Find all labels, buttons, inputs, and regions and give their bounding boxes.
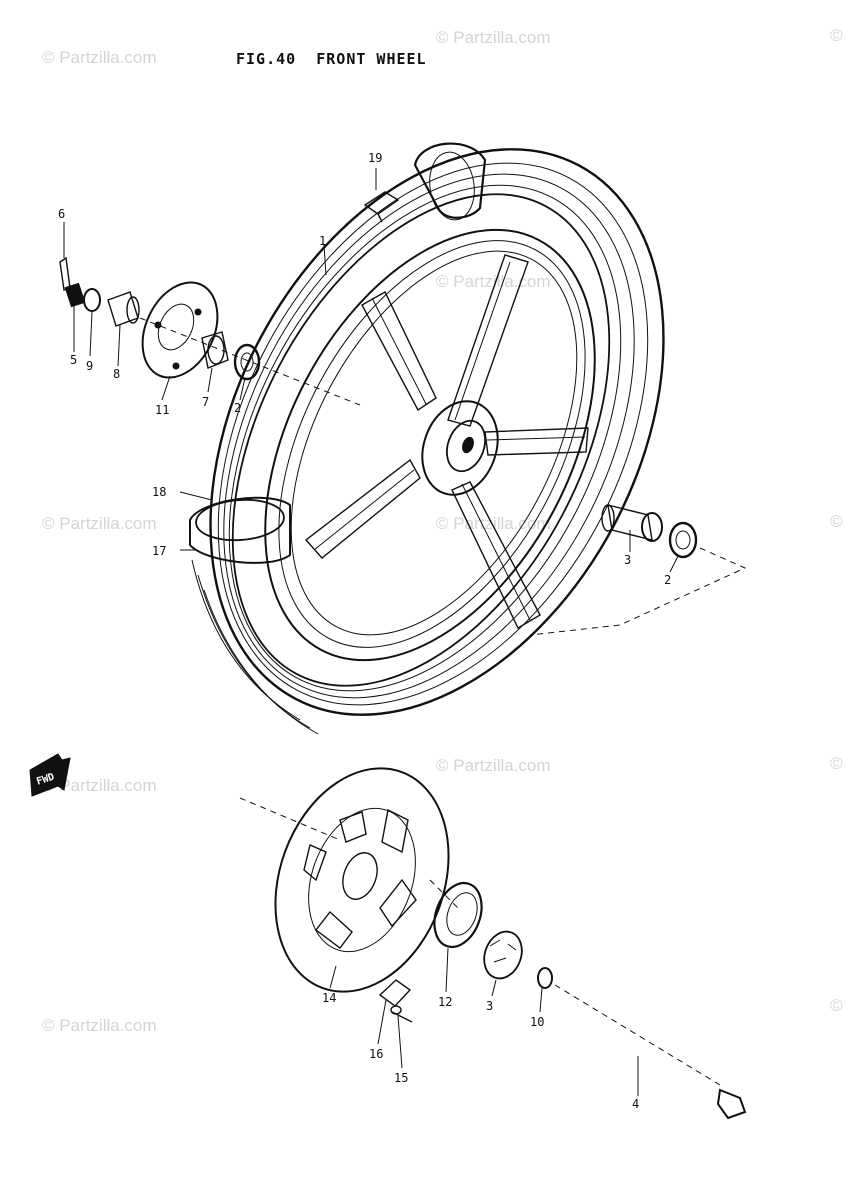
callout-3b: 3 (486, 999, 493, 1013)
fwd-label: FWD (35, 772, 56, 788)
callout-labels: 19 1 6 5 9 8 11 7 2 18 17 3 2 14 16 15 1… (58, 151, 671, 1111)
callout-10: 10 (530, 1015, 544, 1029)
washer-10 (537, 967, 553, 989)
watermark: © Partzilla.com (42, 514, 157, 533)
valve-icon (363, 191, 400, 223)
watermark-corner: © (830, 996, 843, 1015)
callout-3: 3 (624, 553, 631, 567)
left-side-parts (59, 256, 361, 406)
callout-2b: 2 (664, 573, 671, 587)
bearing-12 (433, 881, 483, 949)
brake-disc (274, 767, 450, 993)
callout-5: 5 (70, 353, 77, 367)
callout-1: 1 (319, 234, 326, 248)
watermark: © Partzilla.com (42, 776, 157, 795)
disc-bolt-parts (378, 979, 413, 1023)
callout-19: 19 (368, 151, 382, 165)
callout-8: 8 (113, 367, 120, 381)
callout-6: 6 (58, 207, 65, 221)
callout-7: 7 (202, 395, 209, 409)
watermark-corner: © (830, 26, 843, 45)
callout-11: 11 (155, 403, 169, 417)
tire-cutaway-top (413, 142, 487, 221)
figure-title: FIG.40 FRONT WHEEL (236, 50, 427, 68)
tube-and-flap (189, 496, 319, 735)
callout-15: 15 (394, 1071, 408, 1085)
callout-4: 4 (632, 1097, 639, 1111)
watermark: © Partzilla.com (42, 48, 157, 67)
callout-14: 14 (322, 991, 336, 1005)
callout-17: 17 (152, 544, 166, 558)
callout-12: 12 (438, 995, 452, 1009)
watermark: © Partzilla.com (436, 756, 551, 775)
watermark: © Partzilla.com (436, 272, 551, 291)
callout-18: 18 (152, 485, 166, 499)
watermark-corner: © (830, 512, 843, 531)
watermark: © Partzilla.com (42, 1016, 157, 1035)
right-side-parts (529, 504, 747, 636)
watermark-corner: © (830, 754, 843, 773)
callout-16: 16 (369, 1047, 383, 1061)
fwd-arrow-icon: FWD (29, 753, 71, 797)
axle-4 (239, 797, 747, 1120)
watermark: © Partzilla.com (436, 28, 551, 47)
watermark: © Partzilla.com (436, 514, 551, 533)
callout-9: 9 (86, 359, 93, 373)
leader-lines (63, 168, 679, 1096)
tire (209, 148, 665, 716)
retainer-13 (483, 930, 523, 980)
cast-rim (264, 228, 596, 662)
callout-2: 2 (234, 401, 241, 415)
